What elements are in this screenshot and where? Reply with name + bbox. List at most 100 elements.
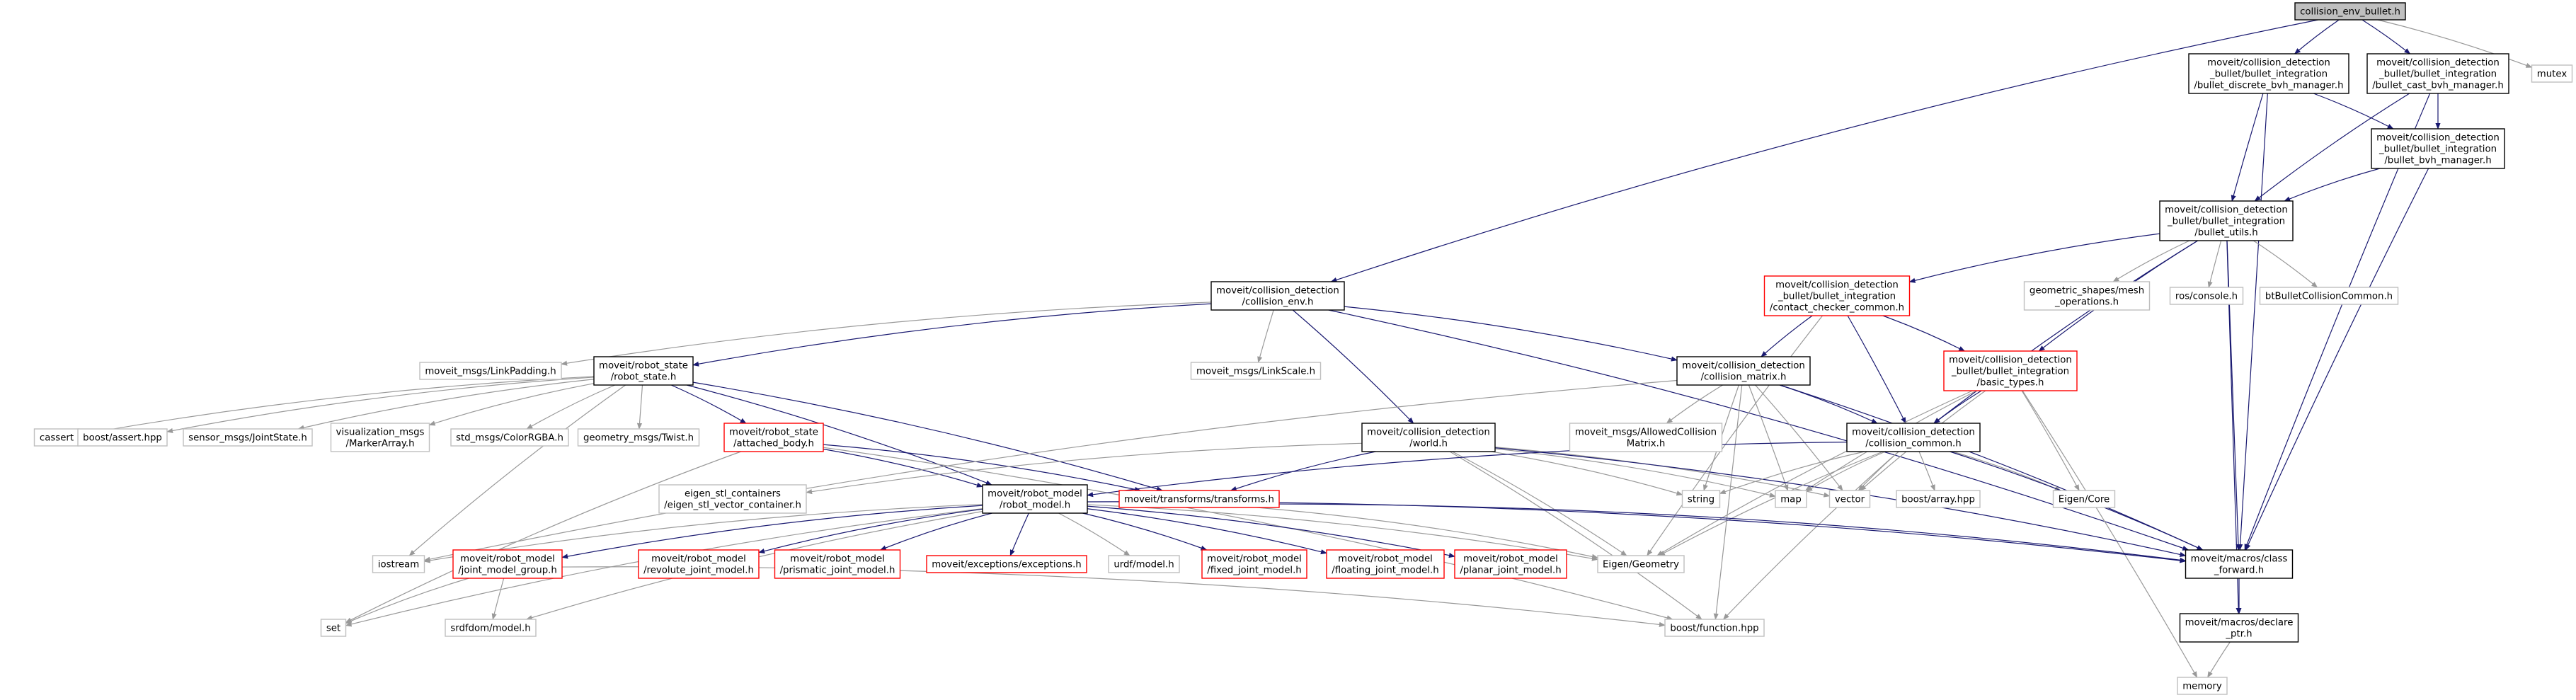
graph-node-barray[interactable]: boost/array.hpp [1896, 490, 1981, 508]
edge-world-to-transforms [1230, 451, 1376, 491]
graph-node-planar[interactable]: moveit/robot_model/planar_joint_model.h [1454, 549, 1567, 579]
graph-node-string[interactable]: string [1681, 490, 1721, 508]
edge-ccc-to-basictypes [1882, 315, 1966, 352]
graph-node-prismatic[interactable]: moveit/robot_model/prismatic_joint_model… [774, 549, 901, 579]
graph-node-attached[interactable]: moveit/robot_state/attached_body.h [723, 423, 824, 452]
graph-node-bdiscrete[interactable]: moveit/collision_detection_bullet/bullet… [2188, 53, 2349, 94]
graph-node-world[interactable]: moveit/collision_detection/world.h [1361, 423, 1496, 452]
node-label-line: moveit/robot_model [1338, 553, 1433, 564]
edge-cmatrix-to-vector [1755, 384, 1843, 491]
edge-attached-to-rmodel [823, 448, 983, 488]
graph-node-bfunction[interactable]: boost/function.hpp [1664, 619, 1765, 637]
node-box [658, 484, 807, 514]
graph-node-twist[interactable]: geometry_msgs/Twist.h [577, 428, 700, 447]
node-label-line: boost/array.hpp [1901, 494, 1975, 505]
graph-node-geomesh[interactable]: geometric_shapes/mesh_operations.h [2023, 281, 2151, 311]
edge-butils-to-ccc [1908, 233, 2160, 283]
edge-world-to-map [1494, 448, 1776, 498]
node-label: sensor_msgs/JointState.h [188, 432, 307, 443]
graph-node-bbvh[interactable]: moveit/collision_detection_bullet/bullet… [2371, 128, 2505, 169]
graph-node-revolute[interactable]: moveit/robot_model/revolute_joint_model.… [638, 549, 760, 579]
edge-rstate-to-twist [636, 384, 643, 430]
node-box [330, 423, 430, 452]
graph-node-markerarr[interactable]: visualization_msgs/MarkerArray.h [330, 423, 430, 452]
node-label-line: /attached_body.h [733, 438, 814, 449]
graph-node-butils[interactable]: moveit/collision_detection_bullet/bullet… [2159, 200, 2294, 241]
node-label: iostream [378, 559, 419, 570]
graph-node-btbullet[interactable]: btBulletCollisionCommon.h [2259, 287, 2399, 305]
edge-cenv-to-linkscale [1257, 309, 1274, 363]
graph-node-basictypes[interactable]: moveit/collision_detection_bullet/bullet… [1943, 350, 2078, 391]
edge-ccommon-to-bfunction [1722, 451, 1899, 620]
node-box [2052, 490, 2116, 508]
edge-transforms-to-eigengeom [1256, 507, 1598, 559]
node-label: geometric_shapes/mesh_operations.h [2030, 285, 2144, 307]
edge-world-to-eigenstl [806, 442, 1363, 495]
node-label-line: /collision_env.h [1242, 297, 1314, 307]
graph-node-ccc[interactable]: moveit/collision_detection_bullet/bullet… [1763, 275, 1911, 316]
graph-node-declareptr[interactable]: moveit/macros/declare_ptr.h [2179, 613, 2299, 643]
graph-node-map[interactable]: map [1775, 490, 1807, 508]
edge-root-to-bdiscrete [2294, 19, 2340, 54]
graph-node-jmg[interactable]: moveit/robot_model/joint_model_group.h [452, 549, 563, 579]
node-label-line: _forward.h [2214, 565, 2264, 575]
graph-node-cassert[interactable]: cassert [33, 428, 80, 447]
edge-ccc-to-eigengeom [1647, 315, 1824, 556]
node-label: moveit/robot_state/robot_state.h [599, 360, 688, 382]
node-label: moveit/robot_model/prismatic_joint_model… [780, 553, 895, 575]
graph-node-srdfdom[interactable]: srdfdom/model.h [445, 619, 537, 637]
graph-node-root: collision_env_bullet.h [2294, 2, 2406, 21]
graph-node-bcast[interactable]: moveit/collision_detection_bullet/bullet… [2366, 53, 2509, 94]
edge-cmatrix-to-map [1748, 384, 1789, 491]
graph-node-linkscale[interactable]: moveit_msgs/LinkScale.h [1190, 362, 1322, 380]
node-label: string [1688, 494, 1715, 505]
graph-node-urdf[interactable]: urdf/model.h [1108, 555, 1180, 573]
node-box [33, 428, 80, 447]
node-box [1597, 555, 1685, 573]
graph-node-ccommon[interactable]: moveit/collision_detection/collision_com… [1846, 423, 1981, 452]
edge-world-to-bfunction [1449, 451, 1702, 620]
graph-node-vector[interactable]: vector [1828, 490, 1871, 508]
graph-node-rmodel[interactable]: moveit/robot_model/robot_model.h [982, 484, 1088, 514]
node-label: moveit/collision_detection/collision_com… [1852, 427, 1975, 449]
node-label-line: moveit/macros/declare [2185, 617, 2294, 628]
graph-node-bassert[interactable]: boost/assert.hpp [77, 428, 168, 447]
node-label-line: /revolute_joint_model.h [643, 565, 754, 575]
node-box [2023, 281, 2151, 311]
graph-node-fixed[interactable]: moveit/robot_model/fixed_joint_model.h [1201, 549, 1307, 579]
graph-node-eigengeom[interactable]: Eigen/Geometry [1597, 555, 1685, 573]
node-box [2159, 200, 2294, 241]
edge-butils-to-btbullet [2252, 240, 2318, 288]
graph-node-eigencore[interactable]: Eigen/Core [2052, 490, 2116, 508]
graph-node-colorrgba[interactable]: std_msgs/ColorRGBA.h [450, 428, 569, 447]
edge-jmg-to-srdfdom [491, 578, 505, 620]
edge-world-to-string [1491, 451, 1683, 496]
edge-cenv-to-rstate [692, 303, 1212, 367]
node-label: moveit/robot_model/floating_joint_model.… [1332, 553, 1438, 575]
node-box [774, 549, 901, 579]
node-box [2366, 53, 2509, 94]
graph-node-jointstate[interactable]: sensor_msgs/JointState.h [183, 428, 313, 447]
node-label-line: moveit/robot_model [988, 488, 1082, 499]
graph-node-cenv[interactable]: moveit/collision_detection/collision_env… [1210, 281, 1345, 311]
graph-node-floating[interactable]: moveit/robot_model/floating_joint_model.… [1326, 549, 1445, 579]
graph-node-iostream[interactable]: iostream [372, 555, 425, 573]
graph-node-exceptions[interactable]: moveit/exceptions/exceptions.h [926, 555, 1087, 573]
node-label-line: /bullet_bvh_manager.h [2384, 155, 2491, 166]
node-label: boost/function.hpp [1670, 623, 1758, 633]
graph-node-linkpad[interactable]: moveit_msgs/LinkPadding.h [419, 362, 562, 380]
node-label-line: /collision_matrix.h [1701, 372, 1787, 382]
graph-node-transforms[interactable]: moveit/transforms/transforms.h [1118, 490, 1280, 508]
node-label-line: urdf/model.h [1114, 559, 1174, 570]
graph-node-roscon[interactable]: ros/console.h [2169, 287, 2244, 305]
graph-node-memory[interactable]: memory [2177, 677, 2228, 695]
graph-node-cmatrix[interactable]: moveit/collision_detection/collision_mat… [1676, 356, 1811, 386]
node-box [1201, 549, 1307, 579]
graph-node-classfwd[interactable]: moveit/macros/class_forward.h [2185, 549, 2294, 579]
graph-node-mutex[interactable]: mutex [2531, 64, 2573, 83]
graph-node-rstate[interactable]: moveit/robot_state/robot_state.h [593, 356, 694, 386]
graph-node-eigenstl[interactable]: eigen_stl_containers/eigen_stl_vector_co… [658, 484, 807, 514]
graph-node-set[interactable]: set [320, 619, 347, 637]
